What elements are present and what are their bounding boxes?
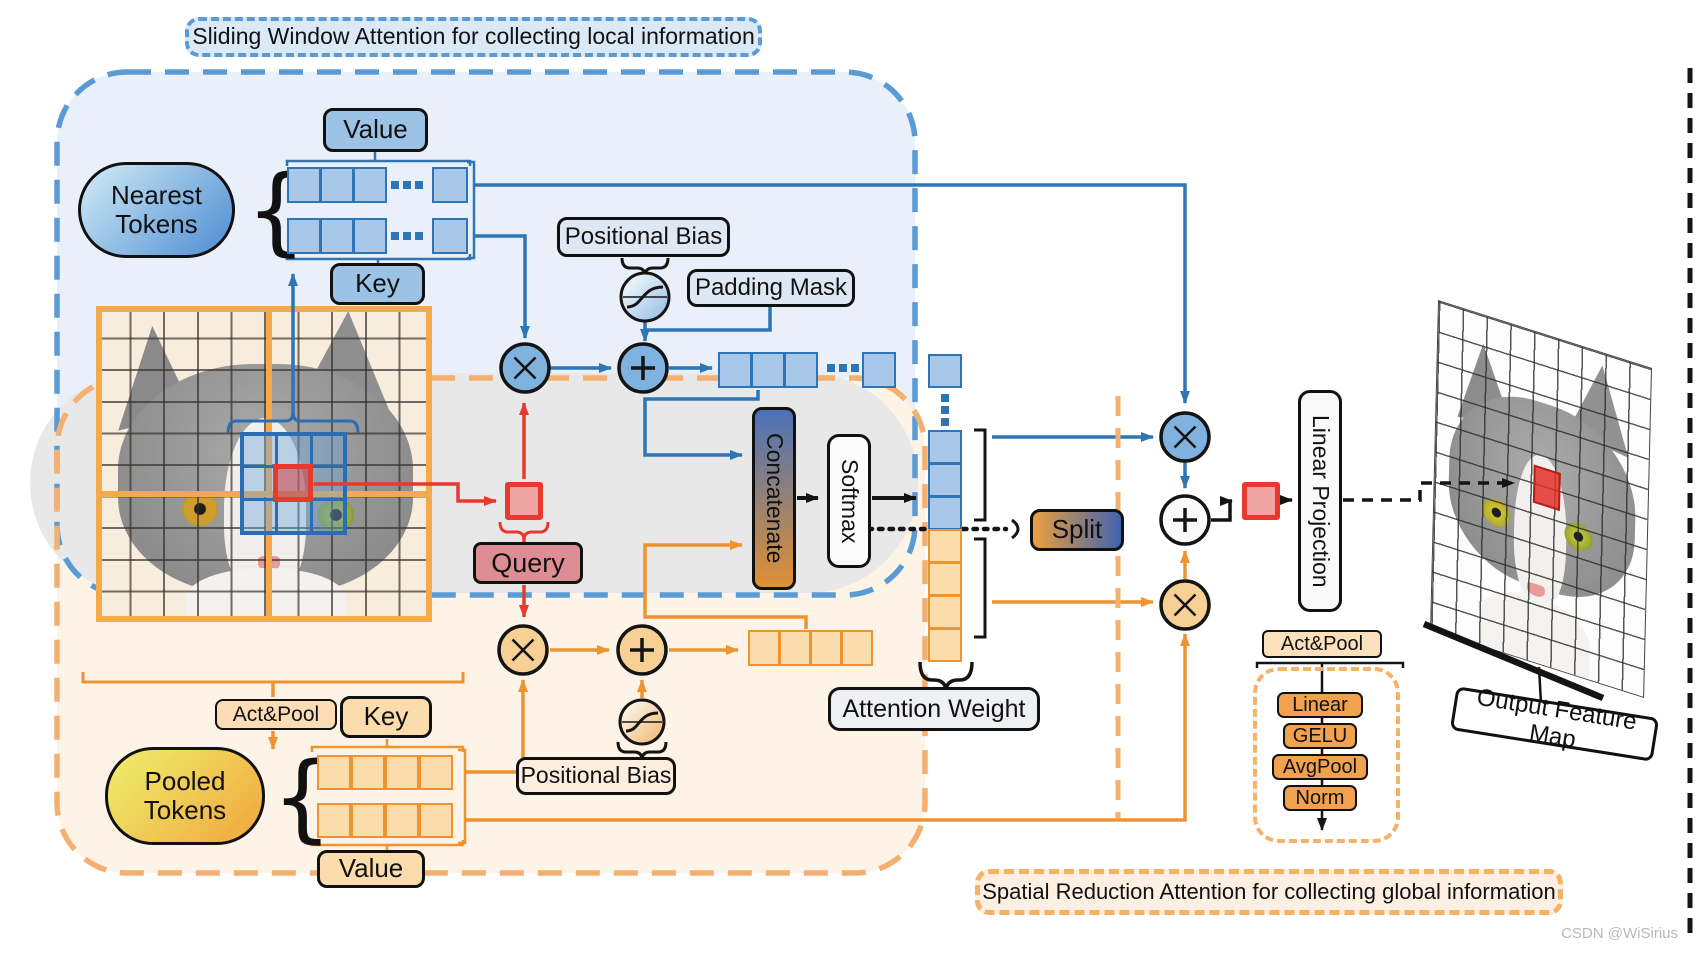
norm-layer-box: Norm: [1283, 785, 1357, 811]
value-token: [317, 803, 351, 838]
key-token: [287, 218, 321, 254]
act-pool-expansion-box: [1253, 667, 1400, 843]
padding-mask-label: Padding Mask: [687, 269, 855, 307]
avgpool-layer-box: AvgPool: [1272, 754, 1368, 780]
key-token: [432, 218, 468, 254]
query-connectors: [314, 402, 550, 618]
local-region-dashed-border: [54, 69, 918, 598]
score-token: [841, 630, 873, 666]
attention-stack-token: [928, 595, 962, 629]
key-token: [385, 755, 419, 790]
value-token: [287, 167, 321, 203]
score-token: [784, 352, 818, 388]
local-connectors: [285, 152, 1190, 489]
nearest-tokens-badge: Nearest Tokens: [78, 162, 235, 258]
value-label-local: Value: [323, 108, 428, 152]
key-label-local: Key: [330, 263, 425, 305]
value-token: [385, 803, 419, 838]
split-box: Split: [1030, 509, 1124, 551]
score-token: [779, 630, 811, 666]
window-partition-frame: [96, 306, 432, 622]
pooled-tokens-badge: Pooled Tokens: [105, 747, 265, 845]
key-token: [351, 755, 385, 790]
value-token: [320, 167, 354, 203]
attention-weight-label: Attention Weight: [828, 687, 1040, 731]
attention-stack-token: [928, 562, 962, 596]
linear-projection-box: Linear Projection: [1298, 390, 1342, 612]
score-token: [810, 630, 842, 666]
title-global-attention: Spatial Reduction Attention for collecti…: [975, 869, 1563, 915]
query-token-cell: [273, 464, 313, 502]
value-token: [353, 167, 387, 203]
title-local-attention: Sliding Window Attention for collecting …: [185, 17, 762, 57]
softmax-box: Softmax: [827, 434, 871, 568]
global-region-dashed-border: [54, 375, 928, 876]
attention-stack-token: [928, 463, 962, 497]
attention-stack-token: [928, 430, 962, 464]
window-partition-hline: [96, 491, 432, 497]
query-token-square: [505, 482, 543, 520]
key-label-global: Key: [340, 696, 432, 738]
linear-layer-box: Linear: [1277, 692, 1363, 718]
score-token: [751, 352, 785, 388]
key-token: [419, 755, 453, 790]
key-token: [353, 218, 387, 254]
key-token: [320, 218, 354, 254]
attention-stack-token: [928, 628, 962, 662]
window-partition-vline: [266, 306, 272, 622]
key-token: [317, 755, 351, 790]
watermark: CSDN @WiSirius: [1561, 924, 1678, 942]
act-pool-label-output: Act&Pool: [1262, 630, 1382, 658]
token-grid-overlay: [96, 306, 432, 622]
operator-circles: [497, 271, 1211, 746]
value-label-global: Value: [317, 850, 425, 888]
score-token: [718, 352, 752, 388]
attention-stack-token: [928, 496, 962, 530]
input-image: [96, 306, 432, 622]
attention-stack-token: [928, 529, 962, 563]
score-token: [862, 352, 896, 388]
concatenate-box: Concatenate: [752, 407, 796, 590]
act-pool-label-input: Act&Pool: [215, 699, 337, 730]
positional-bias-label-global: Positional Bias: [516, 757, 676, 795]
score-token: [748, 630, 780, 666]
value-token: [419, 803, 453, 838]
positional-bias-label-local: Positional Bias: [557, 217, 730, 257]
attention-stack-token: [928, 354, 962, 388]
query-label: Query: [473, 542, 583, 584]
output-token-square: [1242, 482, 1280, 520]
value-token: [432, 167, 468, 203]
gelu-layer-box: GELU: [1283, 723, 1357, 749]
value-token: [351, 803, 385, 838]
